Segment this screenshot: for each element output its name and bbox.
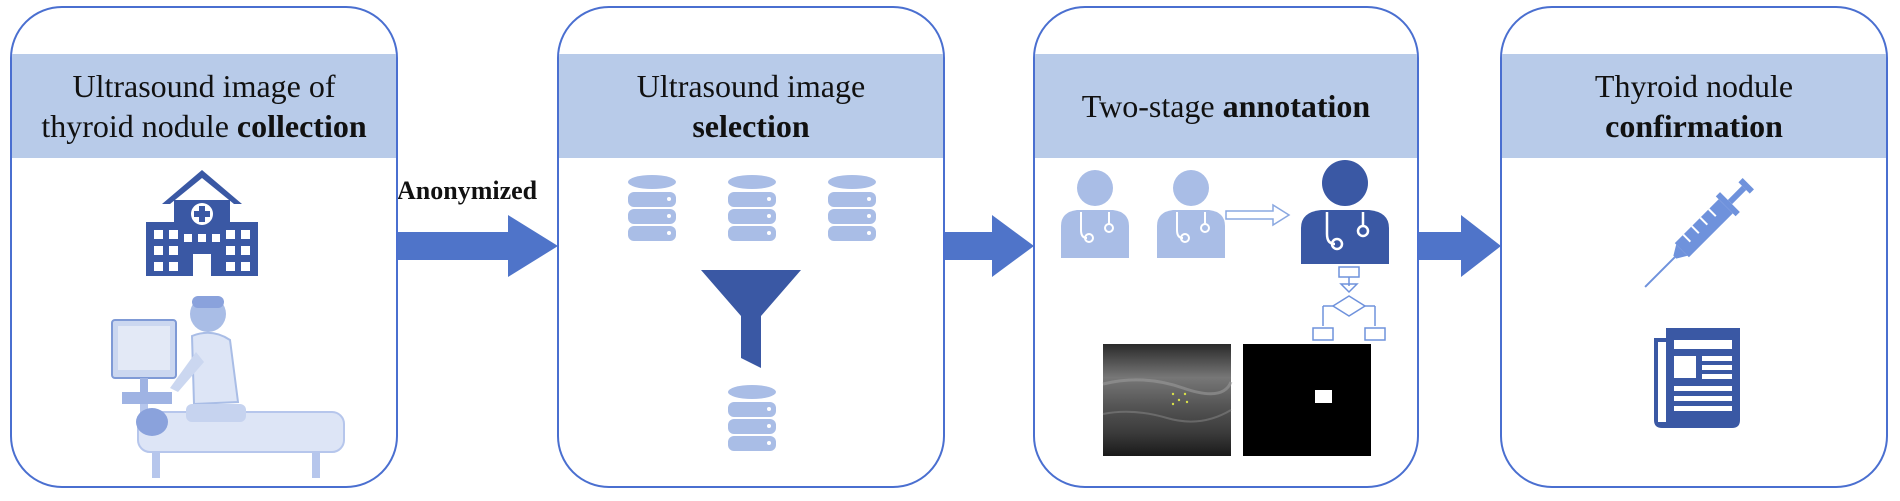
report-document-icon (1654, 328, 1740, 428)
funnel-icon (701, 270, 801, 368)
arrow-2 (944, 215, 1034, 277)
stage-selection-title-line1: Ultrasound image (636, 68, 866, 104)
stage-collection-title-bold: collection (236, 108, 367, 144)
database-icon-filtered (728, 385, 776, 451)
stage-confirmation: Thyroid nodule confirmation (1500, 6, 1888, 488)
stage-collection-header: Ultrasound image of thyroid nodule colle… (12, 54, 396, 158)
ultrasound-exam-illustration (111, 296, 345, 478)
arrow-1 (396, 215, 558, 277)
ultrasound-image (1102, 344, 1233, 456)
stage-collection: Ultrasound image of thyroid nodule colle… (10, 6, 398, 488)
database-icon-3 (828, 175, 876, 241)
stage-annotation-header: Two-stage annotation (1035, 54, 1417, 158)
doctor-icon-1 (1061, 170, 1129, 258)
hospital-icon (146, 170, 258, 276)
database-icon-2 (728, 175, 776, 241)
annotation-mask-image (1243, 344, 1371, 456)
arrow-3 (1417, 215, 1501, 277)
stage-selection: Ultrasound image selection (557, 6, 945, 488)
senior-doctor-icon (1301, 160, 1389, 264)
doctor-icon-2 (1157, 170, 1225, 258)
stage-annotation-title-bold: annotation (1222, 88, 1371, 124)
stage-confirmation-title-bold: confirmation (1605, 108, 1783, 144)
stage-annotation: Two-stage annotation (1033, 6, 1419, 488)
outline-arrow-icon (1225, 203, 1291, 227)
syringe-icon (1644, 178, 1754, 288)
stage-collection-title-line1: Ultrasound image of (72, 68, 336, 104)
stage-annotation-title: Two-stage (1081, 88, 1223, 124)
flowchart-icon (1312, 266, 1386, 341)
stage-selection-title-bold: selection (692, 108, 810, 144)
stage-selection-header: Ultrasound image selection (559, 54, 943, 158)
connector-label-anonymized: Anonymized (397, 176, 538, 205)
database-icon-1 (628, 175, 676, 241)
stage-collection-title-line2: thyroid nodule (41, 108, 237, 144)
stage-confirmation-header: Thyroid nodule confirmation (1502, 54, 1886, 158)
stage-confirmation-title-line1: Thyroid nodule (1594, 68, 1794, 104)
